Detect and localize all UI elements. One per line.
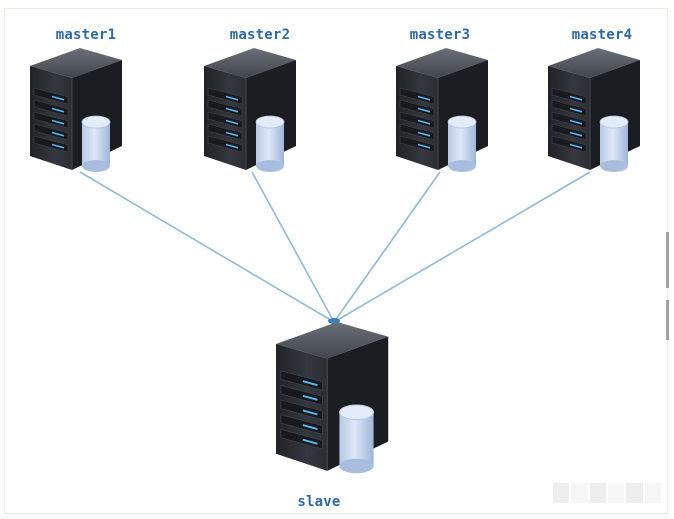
master2-database-cylinder-icon	[255, 115, 285, 172]
master1-server-node	[30, 48, 122, 172]
master3-label: master3	[409, 27, 471, 43]
master4-server-node	[548, 48, 640, 172]
edge-master2-slave	[251, 171, 335, 323]
master3-database-cylinder-icon	[447, 115, 477, 172]
master1-label: master1	[55, 27, 117, 43]
watermark	[553, 483, 661, 503]
edge-mark-right-bottom	[666, 300, 669, 340]
slave-server-node	[276, 322, 389, 474]
edge-master3-slave	[333, 171, 441, 323]
master2-server-node	[204, 48, 296, 172]
master4-label: master4	[571, 27, 633, 43]
master1-database-cylinder-icon	[81, 115, 111, 172]
master2-label: master2	[229, 27, 291, 43]
slave-label: slave	[297, 494, 341, 510]
master3-server-node	[396, 48, 488, 172]
edge-master1-slave	[79, 171, 335, 323]
nodes-layer	[30, 48, 640, 474]
master4-database-cylinder-icon	[599, 115, 629, 172]
slave-database-cylinder-icon	[338, 404, 375, 474]
edge-master4-slave	[333, 171, 591, 323]
edge-mark-right-top	[666, 232, 669, 288]
edges-layer	[79, 171, 591, 324]
